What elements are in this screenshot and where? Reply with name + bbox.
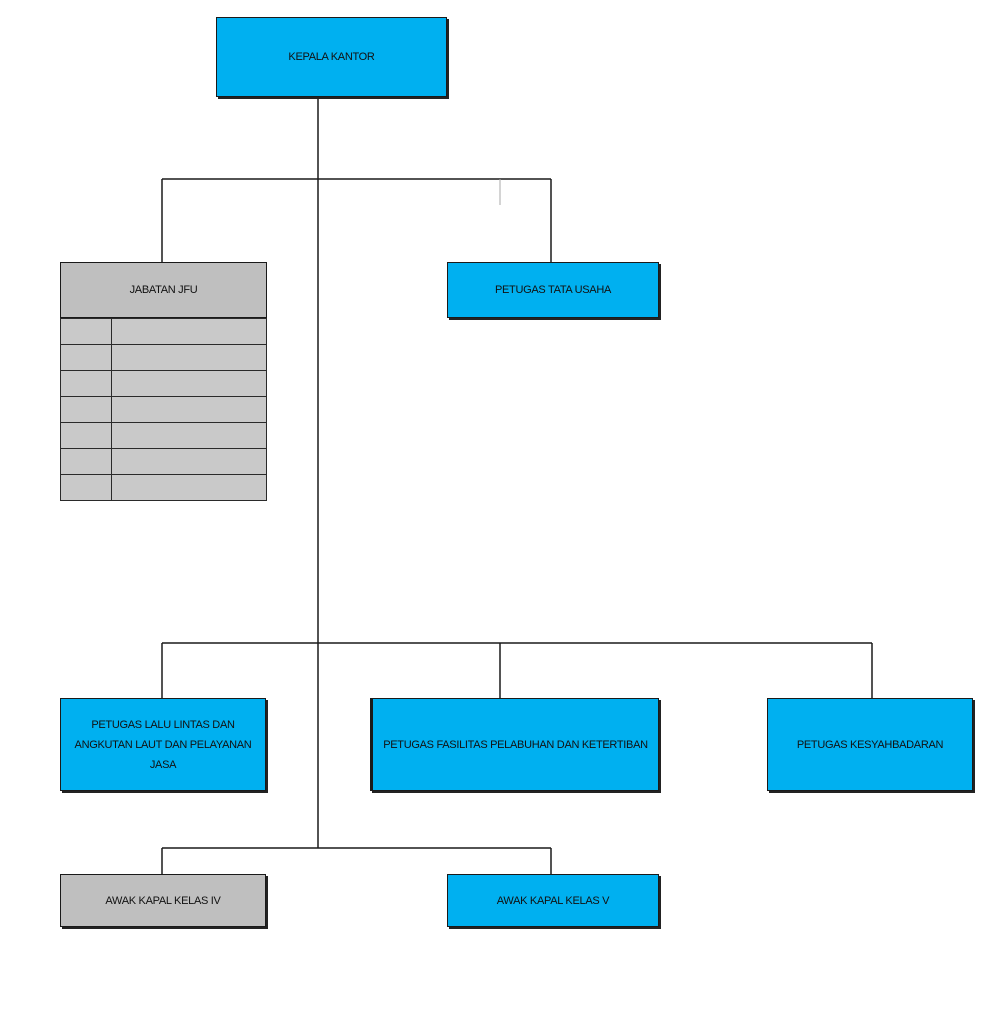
jfu-table-cell-position [111, 318, 267, 345]
jfu-table-cell-number [60, 344, 112, 371]
jfu-table-row [60, 370, 267, 397]
node-petugas-kesyahbandaran-label: PETUGAS KESYAHBADARAN [796, 738, 944, 751]
node-awak-kapal-v: AWAK KAPAL KELAS V [447, 874, 659, 927]
jfu-table-row [60, 422, 267, 449]
node-awak-kapal-v-label: AWAK KAPAL KELAS V [496, 894, 610, 907]
node-petugas-kesyahbandaran: PETUGAS KESYAHBADARAN [767, 698, 973, 791]
node-kepala-kantor: KEPALA KANTOR [216, 17, 447, 97]
jfu-table-cell-position [111, 474, 267, 501]
node-jabatan-jfu-label: JABATAN JFU [129, 284, 198, 296]
jfu-table-cell-number [60, 396, 112, 423]
jfu-table-cell-number [60, 318, 112, 345]
jfu-table-cell-number [60, 370, 112, 397]
jabatan-jfu-table [60, 318, 267, 501]
node-jabatan-jfu: JABATAN JFU [60, 262, 267, 318]
node-awak-kapal-iv-label: AWAK KAPAL KELAS IV [105, 894, 221, 907]
node-kepala-kantor-label: KEPALA KANTOR [288, 51, 375, 63]
jfu-table-cell-position [111, 344, 267, 371]
node-petugas-lalu-lintas: PETUGAS LALU LINTAS DAN ANGKUTAN LAUT DA… [60, 698, 266, 791]
jfu-table-cell-position [111, 422, 267, 449]
node-awak-kapal-iv: AWAK KAPAL KELAS IV [60, 874, 266, 927]
node-petugas-tata-usaha: PETUGAS TATA USAHA [447, 262, 659, 318]
jfu-table-cell-number [60, 422, 112, 449]
jfu-table-row [60, 318, 267, 345]
node-petugas-fasilitas: PETUGAS FASILITAS PELABUHAN DAN KETERTIB… [370, 698, 659, 791]
jfu-table-row [60, 448, 267, 475]
node-petugas-tata-usaha-label: PETUGAS TATA USAHA [494, 284, 612, 296]
jfu-table-cell-number [60, 474, 112, 501]
node-petugas-fasilitas-label: PETUGAS FASILITAS PELABUHAN DAN KETERTIB… [383, 738, 648, 751]
jfu-table-cell-position [111, 370, 267, 397]
jfu-table-row [60, 474, 267, 501]
jfu-table-cell-number [60, 448, 112, 475]
jfu-table-cell-position [111, 448, 267, 475]
jfu-table-cell-position [111, 396, 267, 423]
jfu-table-row [60, 344, 267, 371]
jfu-table-row [60, 396, 267, 423]
node-petugas-lalu-lintas-label: PETUGAS LALU LINTAS DAN ANGKUTAN LAUT DA… [74, 718, 252, 771]
